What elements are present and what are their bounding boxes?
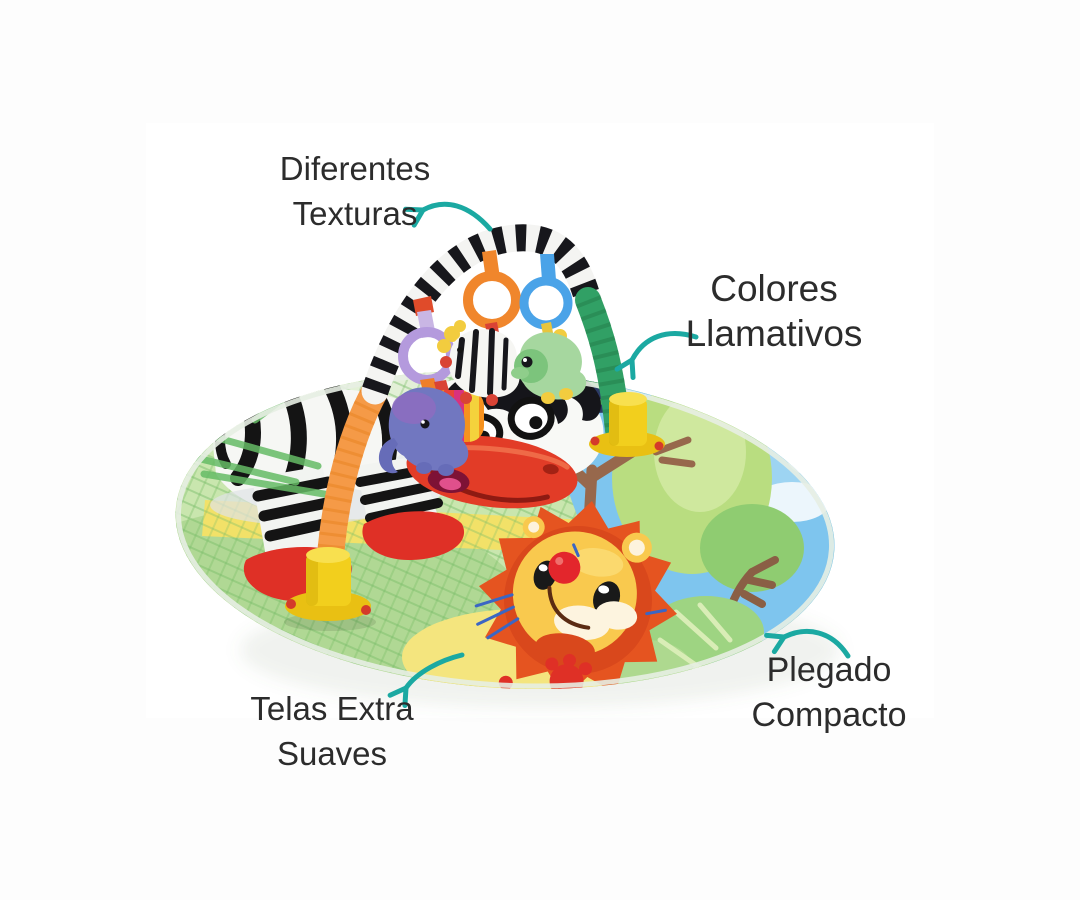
elephant-plush	[378, 378, 484, 476]
zebra-plush-stripes	[455, 328, 509, 396]
mat-zebra	[168, 361, 604, 601]
label-plegado-compacto: Plegado Compacto	[709, 648, 949, 738]
arrow-texturas	[403, 201, 493, 232]
label-telas-extra-suaves: Telas Extra Suaves	[212, 686, 452, 776]
label-line: Texturas	[292, 195, 418, 232]
arch-zebra-segment	[361, 224, 602, 405]
label-colores-llamativos: Colores Llamativos	[644, 266, 904, 356]
label-line: Diferentes	[279, 150, 431, 187]
zebra-plush	[437, 320, 520, 406]
arrow-plegado	[764, 628, 851, 659]
lion-whiskers	[474, 543, 667, 640]
label-line: Plegado	[766, 651, 892, 689]
arrow-colores	[614, 331, 699, 380]
label-line: Llamativos	[685, 313, 863, 354]
arch-base-left	[284, 547, 376, 631]
arch-base-right	[589, 392, 665, 457]
arrow-telas	[387, 652, 465, 708]
hanging-toys	[378, 250, 587, 476]
toy-arch	[284, 224, 665, 631]
label-diferentes-texturas: Diferentes Texturas	[230, 146, 480, 236]
label-line: Telas Extra	[250, 690, 414, 727]
label-line: Colores	[710, 268, 838, 309]
dino-plush	[511, 322, 587, 404]
label-line: Suaves	[276, 735, 388, 772]
tree-branch-top	[652, 436, 696, 468]
label-line: Compacto	[751, 696, 907, 734]
callout-arrows	[387, 201, 851, 708]
